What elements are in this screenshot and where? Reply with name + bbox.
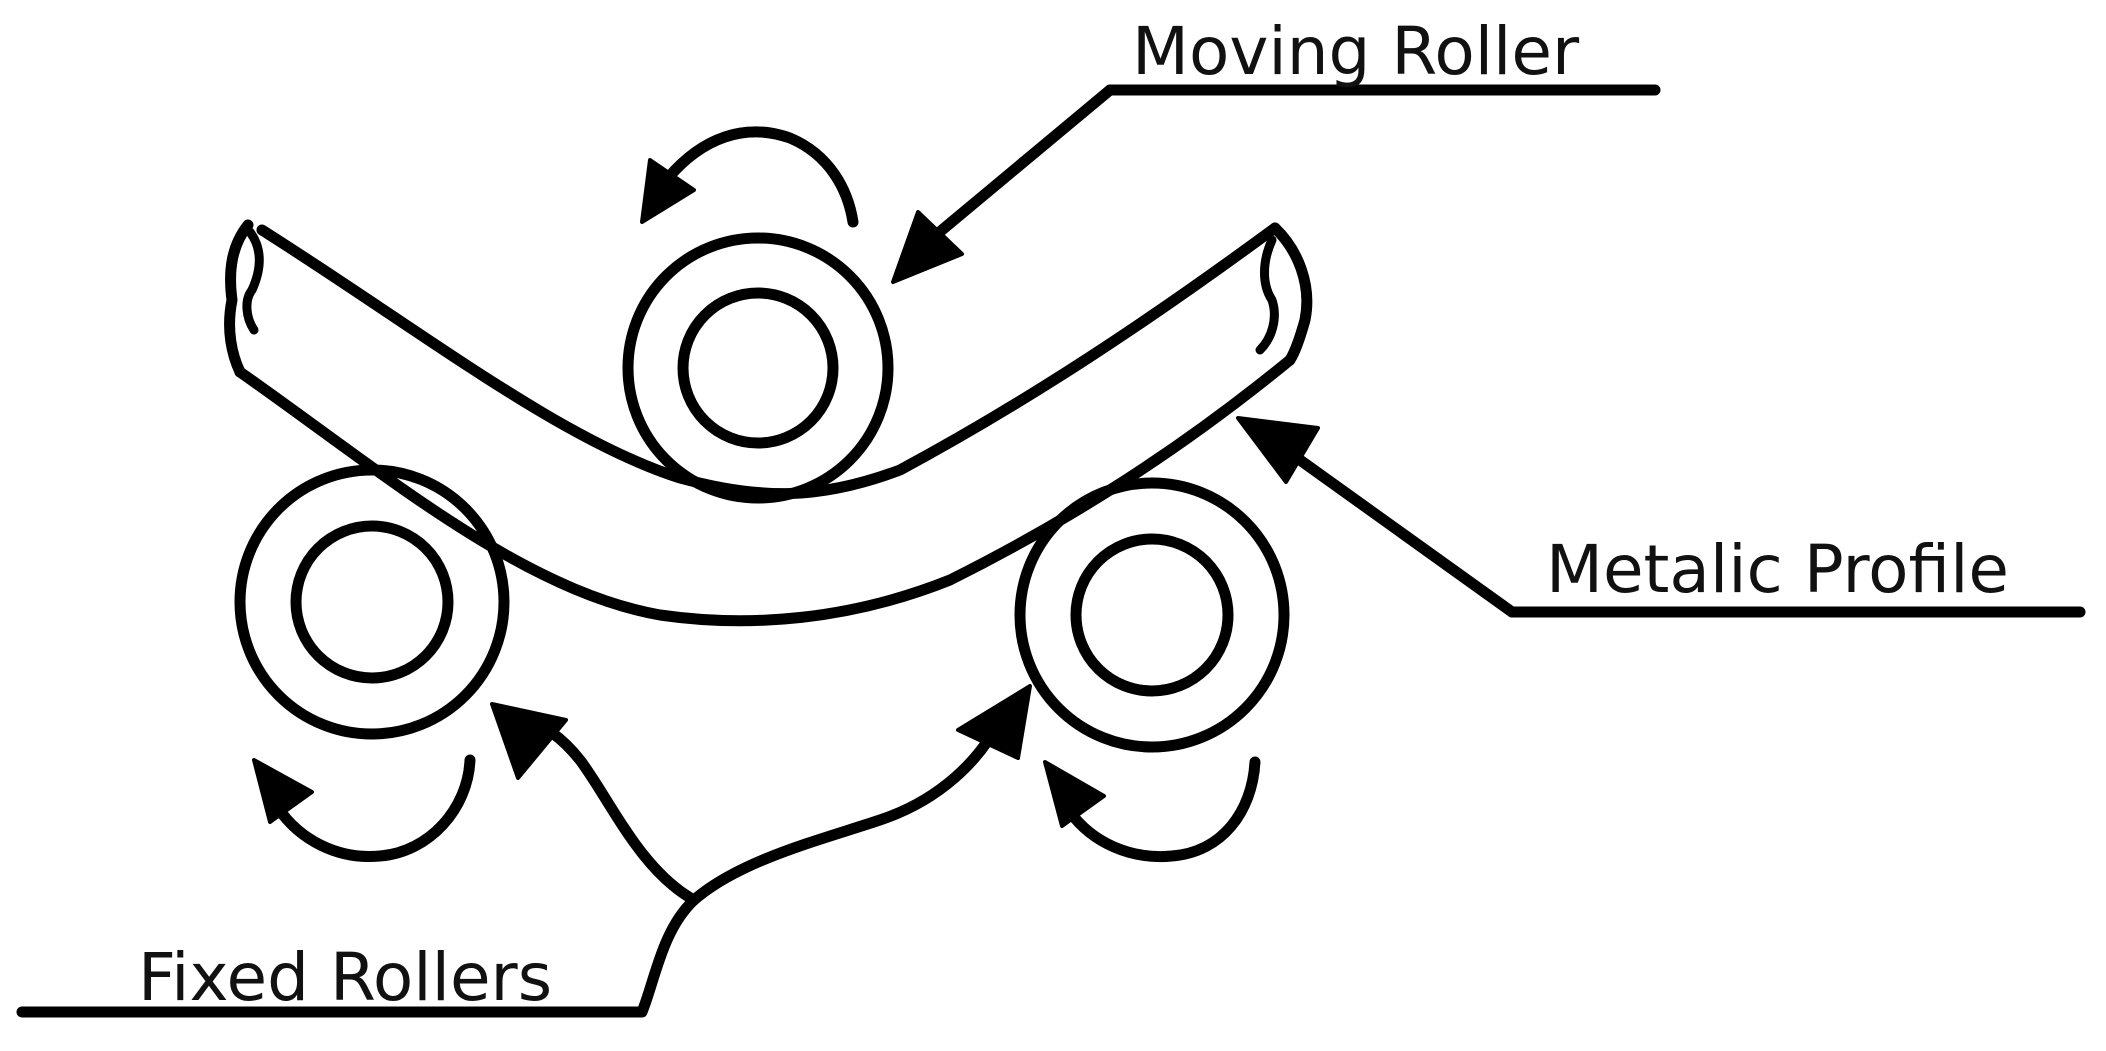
fixed-rollers-leader-right [688, 714, 1006, 906]
leader-metalic-profile [1236, 416, 2086, 618]
metalic-profile-label: Metalic Profile [1546, 531, 2009, 608]
leader-fixed-rollers [16, 684, 1032, 1018]
fixed-roller-left-outer [234, 464, 510, 740]
moving-roller-hub [677, 287, 839, 449]
profile-right-end [1269, 222, 1313, 366]
rotation-arrow-right-head [1043, 760, 1106, 828]
profile-left-end [224, 219, 254, 378]
rotation-arrow-moving-head [640, 158, 696, 224]
metalic-profile-leader-line [1294, 454, 1518, 618]
profile-top-edge [256, 222, 1281, 500]
profile-left-break [242, 227, 264, 335]
rotation-arrow-moving [640, 126, 859, 228]
rotation-arrow-left [252, 754, 476, 863]
rotation-arrow-left-arc [272, 754, 476, 863]
fixed-roller-right-outer [1014, 477, 1290, 753]
moving-roller-arrowhead [891, 210, 964, 284]
fixed-rollers-arrowhead-left [490, 702, 568, 780]
moving-roller [622, 232, 894, 504]
profile-bottom-edge [234, 354, 1296, 627]
fixed-roller-left-hub [290, 520, 454, 684]
fixed-rollers-underline [16, 894, 700, 1018]
metalic-profile [224, 219, 1313, 627]
fixed-rollers-label: Fixed Rollers [138, 939, 552, 1016]
metalic-profile-arrowhead [1236, 416, 1320, 484]
fixed-rollers-leader-left [524, 716, 700, 906]
rotation-arrow-right-arc [1064, 756, 1261, 863]
rotation-arrow-moving-arc [662, 126, 859, 228]
moving-roller-outer [622, 232, 894, 504]
profile-right-break [1255, 235, 1279, 355]
rotation-arrow-right [1043, 756, 1261, 863]
leader-moving-roller [891, 84, 1661, 284]
moving-roller-label: Moving Roller [1132, 13, 1580, 90]
fixed-roller-right-hub [1070, 533, 1234, 697]
fixed-roller-left [234, 464, 510, 740]
fixed-rollers-arrowhead-right [956, 684, 1032, 760]
fixed-roller-right [1014, 477, 1290, 753]
moving-roller-leader-line [924, 84, 1116, 246]
rotation-arrow-left-head [252, 758, 314, 824]
